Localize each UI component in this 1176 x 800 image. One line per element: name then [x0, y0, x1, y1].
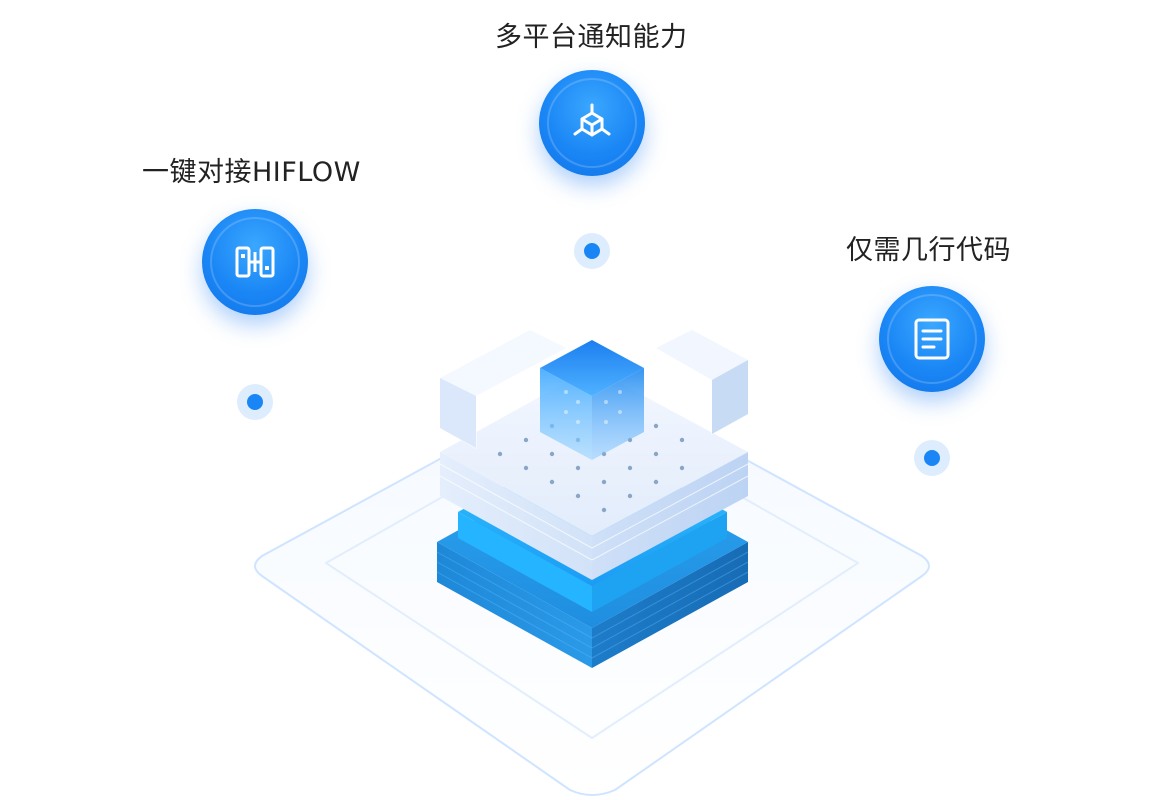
feature-badge-hiflow — [202, 209, 308, 315]
document-icon — [914, 318, 950, 360]
feature-label-multi-platform: 多平台通知能力 — [495, 22, 688, 53]
feature-label-hiflow: 一键对接HIFLOW — [142, 157, 361, 188]
cube-network-icon — [573, 103, 611, 137]
feature-badge-multi-platform — [539, 70, 645, 176]
feature-badge-few-lines-code — [879, 286, 985, 392]
connector-icon — [235, 246, 275, 278]
feature-label-few-lines-code: 仅需几行代码 — [846, 235, 1011, 266]
